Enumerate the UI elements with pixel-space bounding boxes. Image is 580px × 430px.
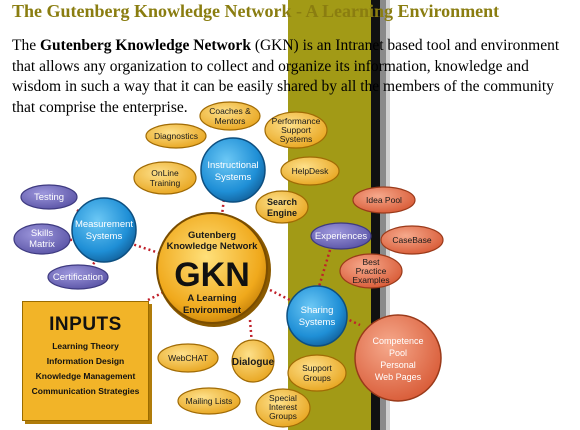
node-experiences (310, 222, 372, 250)
label-skills-2: Matrix (29, 239, 55, 250)
dark-divider-band (371, 0, 380, 430)
label-best-1: Best (362, 257, 380, 267)
center-gkn (156, 212, 268, 324)
center-line2: Knowledge Network (167, 241, 259, 252)
connector-instructional-center (220, 189, 227, 216)
center-line1: Gutenberg (188, 230, 236, 241)
label-measurement-1: Measurement (75, 219, 133, 230)
connector-inputs-center (147, 288, 169, 302)
inputs-title: INPUTS (49, 314, 122, 335)
label-best-3: Examples (352, 275, 389, 285)
intro-paragraph: The Gutenberg Knowledge Network (GKN) is… (12, 36, 578, 118)
gray-divider-band (380, 0, 386, 430)
label-testing: Testing (34, 192, 64, 203)
intro-prefix: The (12, 37, 40, 54)
label-sharing-2: Systems (299, 317, 336, 328)
light-divider-band (386, 0, 390, 430)
label-dialogue: Dialogue (232, 357, 275, 368)
node-best-practice (339, 253, 403, 289)
label-performance-3: Systems (280, 134, 313, 144)
label-competence-2: Pool (389, 348, 407, 358)
center-line4: Environment (183, 305, 242, 316)
node-idea-pool (352, 186, 416, 214)
label-sig-1: Special (269, 393, 297, 403)
label-best-2: Practice (356, 266, 387, 276)
label-instructional-1: Instructional (207, 160, 258, 171)
label-competence-1: Competence (372, 336, 423, 346)
label-casebase: CaseBase (392, 235, 431, 245)
node-coaches-mentors (199, 101, 261, 131)
inputs-item-learning-theory: Learning Theory (52, 341, 119, 351)
node-search-engine (255, 190, 309, 224)
node-testing (20, 184, 78, 210)
center-line3: A Learning (187, 293, 236, 304)
inputs-box: INPUTS Learning Theory Information Desig… (22, 301, 149, 421)
label-online-2: Training (150, 178, 181, 188)
node-skills-matrix (13, 223, 71, 255)
connector-center-sharing (269, 288, 291, 302)
hub-instructional-systems (200, 137, 266, 203)
node-casebase (380, 225, 444, 255)
center-acronym: GKN (174, 256, 250, 294)
node-webchat (157, 343, 219, 373)
node-support-groups (287, 354, 347, 392)
node-online-training (133, 161, 197, 195)
label-measurement-2: Systems (86, 231, 123, 242)
label-mailing-lists: Mailing Lists (186, 396, 233, 406)
label-experiences: Experiences (315, 231, 368, 242)
hub-dialogue (231, 339, 275, 383)
label-diagnostics: Diagnostics (154, 131, 198, 141)
inputs-item-knowledge-management: Knowledge Management (35, 371, 136, 381)
label-online-1: OnLine (151, 168, 179, 178)
label-instructional-2: Systems (215, 172, 252, 183)
label-coaches-2: Mentors (215, 116, 246, 126)
label-helpdesk: HelpDesk (292, 166, 330, 176)
page-title: The Gutenberg Knowledge Network - A Lear… (12, 1, 500, 21)
label-idea-pool: Idea Pool (366, 195, 402, 205)
hub-measurement-systems (71, 197, 137, 263)
node-performance-support (264, 111, 328, 149)
label-sig-3: Groups (269, 411, 297, 421)
label-search-2: Engine (267, 208, 297, 218)
inputs-item-information-design: Information Design (46, 356, 125, 366)
intro-rest: (GKN) is an Intranet based tool and envi… (12, 37, 560, 116)
node-helpdesk (280, 156, 340, 186)
label-skills-1: Skills (31, 228, 53, 239)
label-support-1: Support (302, 363, 332, 373)
node-certification (47, 264, 109, 290)
intro-bold-name: Gutenberg Knowledge Network (39, 37, 251, 54)
label-webchat: WebCHAT (168, 353, 208, 363)
node-diagnostics (145, 123, 207, 149)
label-performance-1: Performance (272, 116, 321, 126)
label-certification: Certification (53, 272, 103, 283)
connector-experiences-sharing (316, 249, 332, 291)
node-mailing-lists (177, 387, 241, 415)
label-competence-3: Personal (380, 360, 416, 370)
label-competence-4: Web Pages (375, 372, 422, 382)
label-support-2: Groups (303, 373, 331, 383)
hub-competence-pool (354, 314, 442, 402)
label-performance-2: Support (281, 125, 311, 135)
label-search-1: Search (267, 197, 297, 207)
node-special-interest-groups (255, 388, 311, 428)
hub-sharing-systems (286, 285, 348, 347)
label-coaches-1: Coaches & (209, 106, 251, 116)
label-sharing-1: Sharing (301, 305, 334, 316)
inputs-item-communication-strategies: Communication Strategies (31, 386, 140, 396)
label-sig-2: Interest (269, 402, 298, 412)
